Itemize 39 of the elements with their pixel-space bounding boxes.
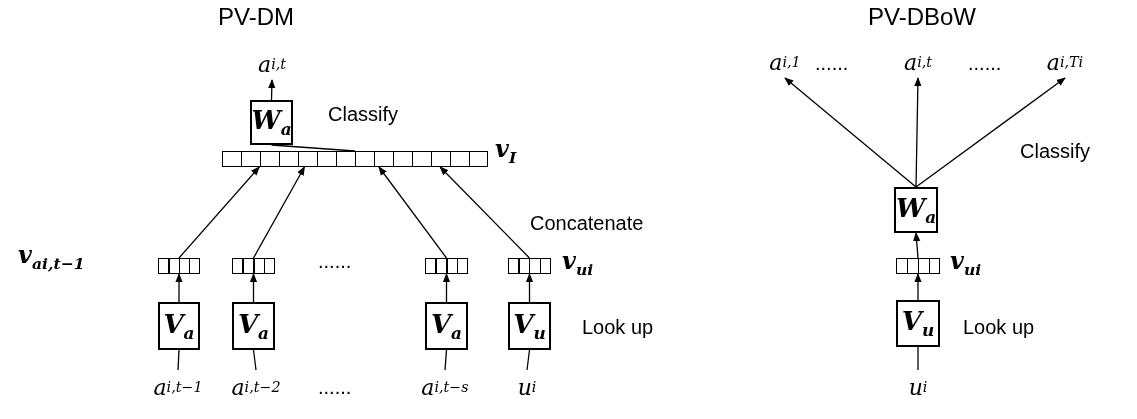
arrow [439, 166, 531, 259]
matrix-box: V$_{u}$ [896, 300, 940, 347]
matrix-box: V$_{u}$ [508, 302, 551, 350]
step-label: ...... [968, 52, 1002, 75]
step-label: ...... [318, 250, 352, 273]
vector-cells [425, 258, 468, 274]
vector-label: v$_{I}$ [495, 134, 517, 167]
panel-title: PV-DBoW [868, 3, 977, 31]
vector-cells [508, 258, 551, 274]
step-label: ...... [318, 376, 352, 399]
matrix-box: V$_{a}$ [158, 302, 200, 350]
arrow [784, 77, 917, 188]
matrix-box: W$_{a}$ [250, 100, 293, 145]
matrix-box: V$_{a}$ [425, 302, 468, 350]
panel-title: PV-DM [218, 3, 294, 31]
step-label: ...... [815, 52, 849, 75]
arrow [914, 77, 922, 188]
step-label: Concatenate [530, 212, 644, 235]
arrow [915, 77, 1066, 188]
arrow [525, 273, 534, 303]
matrix-box: W$_{a}$ [894, 187, 938, 233]
arrow [268, 79, 276, 101]
step-label: Classify [1020, 140, 1090, 163]
arrow [913, 232, 921, 259]
step-label: Look up [582, 316, 654, 339]
step-label: Look up [963, 316, 1035, 339]
arrow [175, 273, 183, 303]
vector-cells [158, 258, 200, 274]
matrix-box: V$_{a}$ [232, 302, 275, 350]
vector-cells [232, 258, 275, 274]
arrow [252, 166, 306, 259]
vector-cells [896, 258, 940, 274]
arrow [378, 166, 448, 259]
arrow [249, 273, 258, 303]
step-label: Classify [328, 103, 398, 126]
arrow [178, 166, 260, 259]
arrow [442, 273, 451, 303]
arrow [914, 273, 922, 301]
vector-cells [222, 151, 488, 167]
